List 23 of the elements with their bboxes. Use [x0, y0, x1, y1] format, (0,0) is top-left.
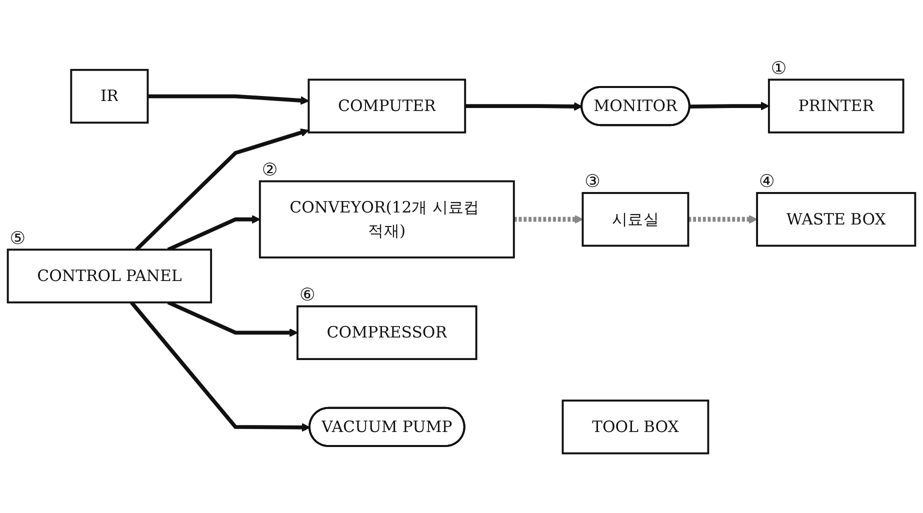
node-box: PRINTER [768, 79, 904, 134]
callout-number: ⑤ [10, 229, 26, 250]
arrow [167, 301, 298, 338]
callout-number: ⑥ [299, 286, 316, 306]
arrow [465, 102, 582, 112]
node-box: COMPRESSOR [296, 306, 478, 360]
arrow [148, 94, 310, 106]
node-box: TOOL BOX [562, 400, 710, 455]
callout-number: ① [770, 59, 787, 80]
node-box: WASTE BOX [756, 192, 916, 248]
callout-number: ④ [759, 172, 775, 193]
node-box: IR [70, 69, 149, 124]
arrow [514, 216, 584, 224]
arrow [130, 302, 310, 432]
node-box: CONTROL PANEL [6, 249, 212, 304]
callout-number: ② [262, 160, 278, 181]
arrow [688, 216, 758, 224]
arrow [690, 102, 770, 111]
node-box: COMPUTER [308, 79, 466, 134]
callout-number: ③ [584, 172, 600, 193]
node-box: CONVEYOR(12개 시료컵 적재) [258, 180, 515, 259]
node-box: 시료실 [582, 192, 690, 248]
arrow [135, 128, 310, 252]
